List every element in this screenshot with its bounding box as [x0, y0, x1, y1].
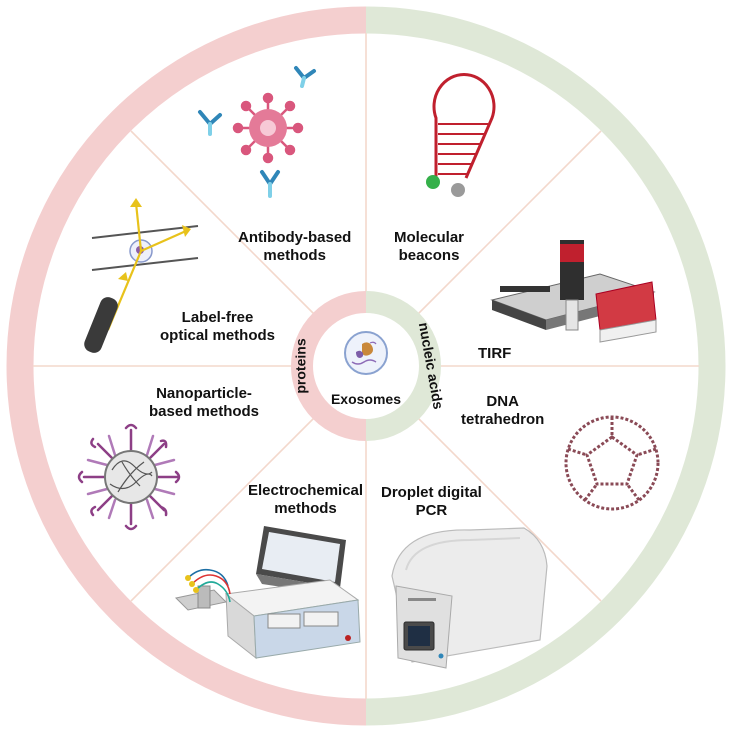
divider-bottom-left: [130, 417, 315, 602]
label-molecular-beacons: Molecular beacons: [394, 229, 465, 264]
antibody-right: [294, 66, 316, 88]
label-antibody-based-methods: Antibody-based methods: [238, 229, 352, 264]
outer-ring-nucleic-acids: [366, 6, 726, 726]
laser-pointer: [84, 297, 118, 353]
tirf-microscope-icon: [490, 240, 657, 343]
label-droplet-digital-pcr: Droplet digital PCR: [381, 484, 482, 519]
nanoparticle-icon: [77, 423, 181, 531]
potentiostat: [224, 579, 361, 660]
dna-polyhedron-icon: [564, 415, 660, 511]
proteins-label: proteins: [293, 338, 309, 393]
label-label-free-optical-methods: Label-free optical methods: [160, 309, 276, 344]
ddpcr-instrument-icon: [391, 527, 548, 669]
label-tirf: TIRF: [478, 345, 512, 362]
optical-plate-top: [91, 225, 199, 239]
beacon-stem-rungs: [438, 123, 488, 175]
beacon-hairpin: [432, 73, 496, 179]
label-nanoparticle-based-methods: Nanoparticle- based methods: [149, 385, 260, 420]
fluorophore-dot: [426, 175, 440, 189]
light-beam-right: [140, 229, 187, 253]
antibody-virus-icon: [198, 66, 316, 198]
electrochemical-setup-icon: [174, 526, 361, 660]
optical-plate-bottom: [91, 257, 199, 271]
divider-top-right: [417, 130, 602, 315]
exosome-icon: [344, 331, 388, 375]
optical-setup-icon: [84, 198, 199, 353]
inner-ring-proteins: [291, 291, 366, 441]
molecular-beacon-icon: [426, 73, 496, 197]
outer-ring-proteins: [6, 6, 366, 726]
quencher-dot: [451, 183, 465, 197]
virus-particle: [232, 92, 304, 164]
electrode-stand: [174, 568, 231, 611]
inner-ring-nucleic-acids: [366, 291, 441, 441]
divider-bottom-right: [417, 417, 602, 602]
light-beam-up: [134, 202, 143, 252]
antibody-bottom: [260, 170, 280, 198]
antibodies: [198, 66, 316, 198]
antibody-left: [198, 110, 222, 136]
label-electrochemical-methods: Electrochemical methods: [248, 482, 364, 517]
outer-ring: [6, 6, 726, 726]
divider-top-left: [130, 130, 315, 315]
label-dna-tetrahedron: DNA tetrahedron: [461, 393, 545, 428]
exosomes-label: Exosomes: [331, 391, 401, 407]
sector-dividers: [33, 33, 699, 699]
